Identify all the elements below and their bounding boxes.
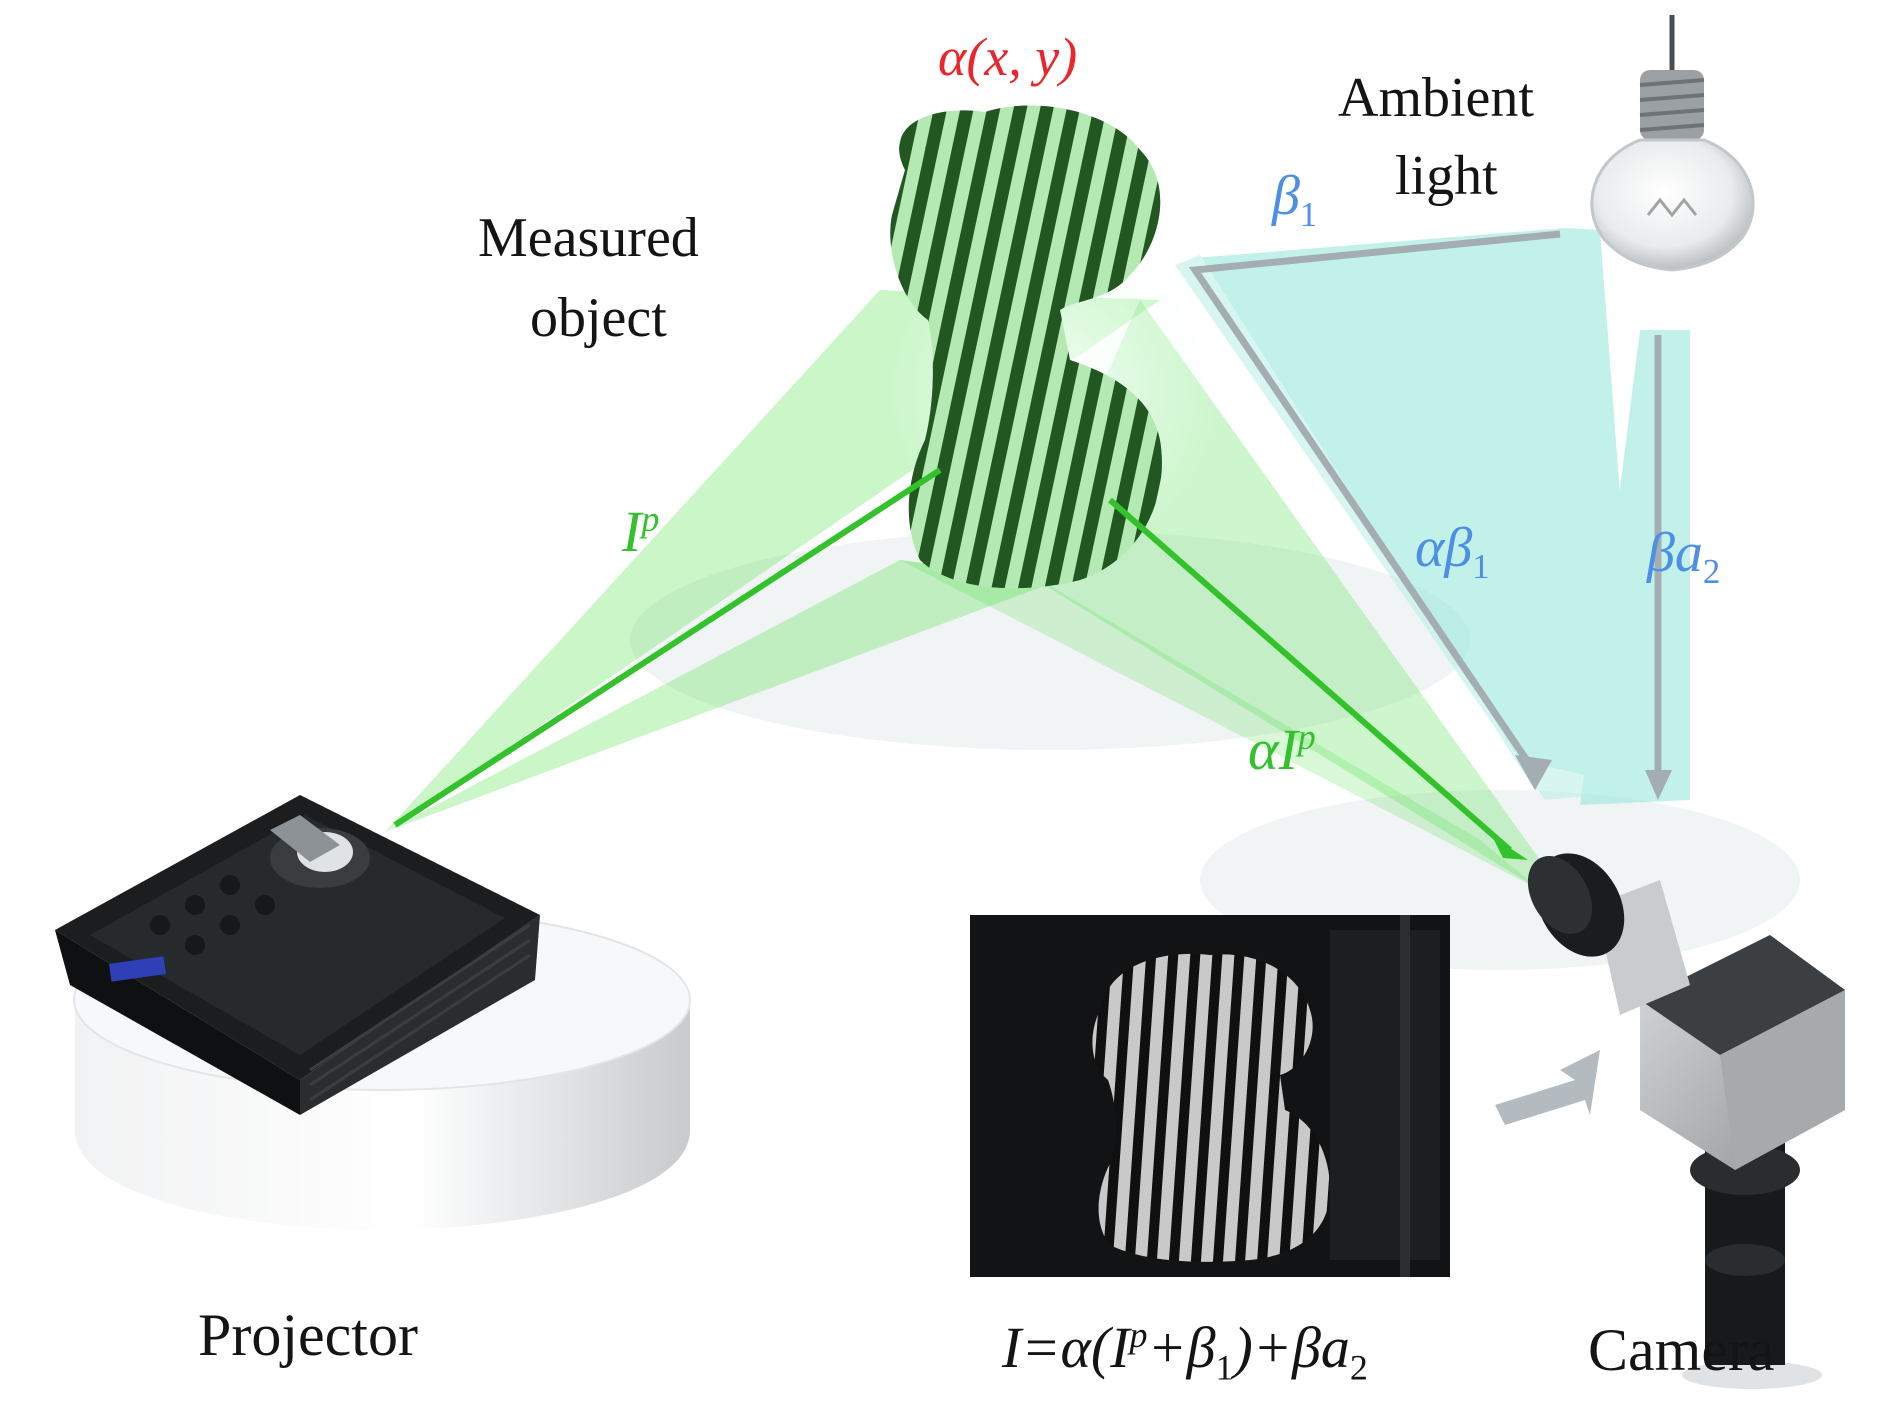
arrow-icon <box>1645 770 1672 800</box>
arrow-icon <box>1492 836 1528 860</box>
projector-label: Projector <box>198 1302 418 1368</box>
reflected-ray <box>1108 497 1512 853</box>
ambient-reflected-label: αβ1 <box>1415 517 1490 587</box>
projection-arrows <box>393 467 1512 853</box>
image-formation-equation: I=α(Ip+β1)+βa2 <box>1002 1314 1368 1388</box>
ambient-beam-to-camera <box>1580 330 1690 805</box>
ambient-light-label-line2: light <box>1395 145 1498 207</box>
ambient-reflection-arrow <box>1188 230 1561 767</box>
captured-image <box>970 915 1450 1277</box>
reflected-intensity-label: αIp <box>1248 716 1316 782</box>
measured-object-label-line1: Measured <box>478 207 699 269</box>
projector-icon <box>55 795 540 1115</box>
arrow-icon <box>1515 755 1552 790</box>
light-bulb-icon <box>1590 15 1755 272</box>
ambient-to-camera-label: βa2 <box>1647 522 1721 592</box>
object-coefficient-label: α(x, y) <box>938 27 1078 87</box>
projected-ray <box>393 467 942 828</box>
ambient-arrows <box>1188 230 1662 785</box>
reflected-beam-lower <box>900 560 1540 890</box>
projector-beam-lower <box>385 560 1060 832</box>
measured-object-label-line2: object <box>530 287 667 349</box>
projected-intensity-label: Ip <box>622 498 660 564</box>
camera-icon <box>1527 853 1845 1389</box>
ambient-light-label-line1: Ambient <box>1338 67 1534 129</box>
ambient-beam-to-object <box>1195 228 1640 790</box>
arrow-icon <box>1495 1050 1600 1125</box>
ambient-to-object-label: β1 <box>1272 165 1318 235</box>
camera-label: Camera <box>1588 1317 1775 1383</box>
